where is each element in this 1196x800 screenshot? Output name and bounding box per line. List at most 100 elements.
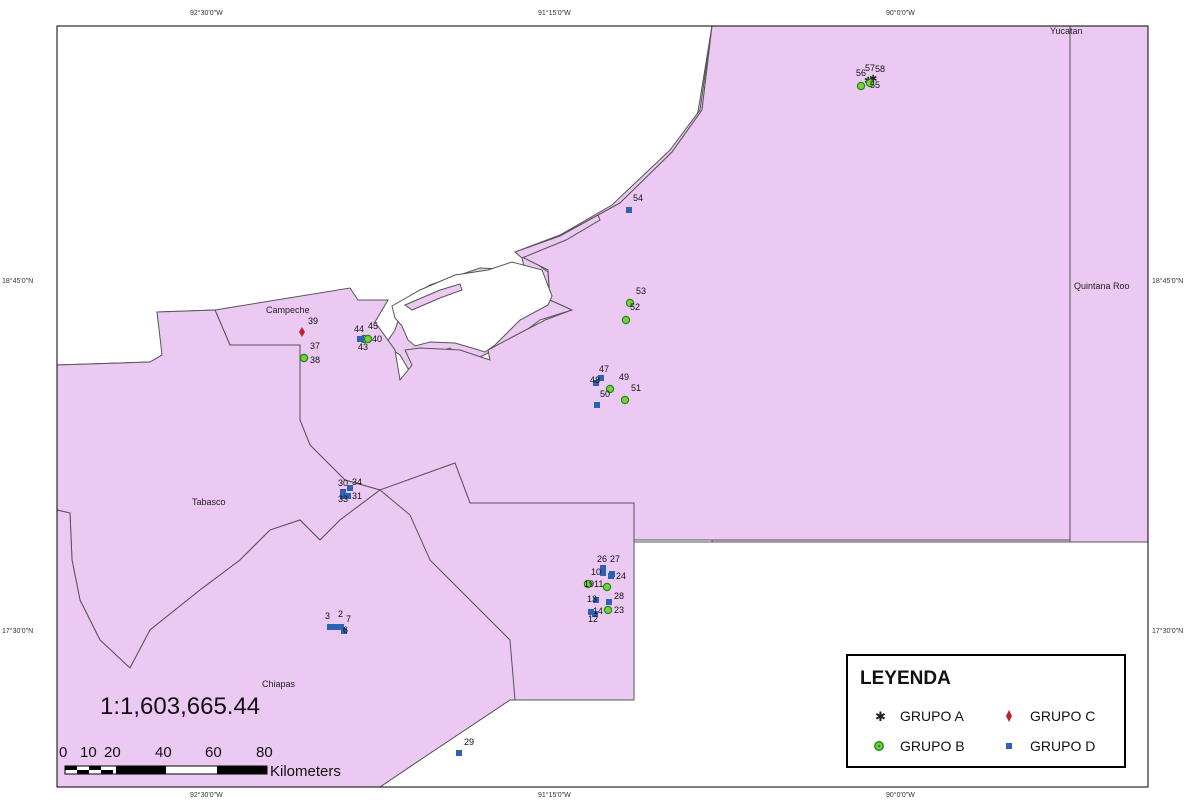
site-58: ✱58	[869, 64, 885, 85]
circle-icon	[620, 395, 630, 405]
site-label: 49	[619, 372, 629, 382]
island-carmen	[514, 214, 601, 259]
land-chiapas	[56, 462, 635, 788]
site-53: 53	[625, 286, 646, 308]
site-49: 49	[605, 372, 629, 394]
site-56: 56	[856, 68, 866, 91]
legend-item-grupo-a: ✱ GRUPO A	[866, 708, 964, 725]
square-icon	[592, 611, 598, 617]
square-icon	[327, 624, 333, 630]
coord-top-1: 92°30'0"W	[190, 9, 223, 17]
scale-tick-40: 40	[155, 744, 172, 761]
circle-icon	[603, 605, 613, 615]
site-11: 11	[594, 579, 612, 592]
square-icon	[340, 489, 346, 495]
coord-top-3: 90°0'0"W	[886, 9, 915, 17]
legend-item-grupo-c: GRUPO C	[996, 708, 1095, 724]
site-label: 29	[464, 737, 474, 747]
coord-right-2: 17°30'0"N	[1152, 627, 1183, 635]
site-label: 28	[614, 591, 624, 601]
square-icon	[593, 597, 599, 603]
site-label: 37	[310, 341, 320, 351]
site-40: 40	[363, 334, 382, 344]
site-label: 39	[308, 316, 318, 326]
coord-bottom-2: 91°15'0"W	[538, 791, 571, 799]
square-icon	[456, 750, 462, 756]
square-icon	[996, 739, 1022, 753]
site-label: 56	[856, 68, 866, 78]
circle-icon	[856, 81, 866, 91]
star-icon: ✱	[869, 74, 877, 85]
legend-label-grupo-a: GRUPO A	[900, 708, 964, 724]
border-chiapas-tabasco	[379, 489, 516, 701]
site-label: 31	[352, 491, 362, 501]
site-39: 39	[299, 316, 318, 337]
site-24: 24	[608, 571, 626, 581]
square-icon	[593, 380, 599, 386]
coord-left-1: 18°45'0"N	[2, 277, 33, 285]
square-icon	[606, 599, 612, 605]
site-label: 2	[338, 609, 343, 619]
site-54: 54	[626, 193, 643, 213]
legend-label-grupo-c: GRUPO C	[1030, 708, 1096, 724]
site-26: 26	[597, 554, 607, 571]
site-label: 3	[325, 611, 330, 621]
site-6: 6	[341, 625, 348, 635]
site-label: 23	[614, 605, 624, 615]
circle-icon	[865, 78, 875, 88]
scale-seg-2	[77, 770, 89, 774]
legend-box: LEYENDA ✱ GRUPO A GRUPO C GRUPO B GRUPO …	[846, 654, 1126, 768]
site-33: 33	[338, 493, 348, 504]
site-3: 3	[325, 611, 333, 630]
site-label: 38	[310, 355, 320, 365]
site-label: 58	[875, 64, 885, 74]
site-label: 14	[593, 606, 603, 616]
site-label: 13	[587, 594, 597, 604]
site-50: 50	[594, 389, 610, 408]
coord-right-1: 18°45'0"N	[1152, 277, 1183, 285]
scale-seg-1	[65, 766, 77, 770]
square-icon	[594, 402, 600, 408]
square-icon	[340, 493, 346, 499]
diamond-icon	[996, 709, 1022, 723]
square-icon	[598, 375, 604, 381]
site-34: 34	[347, 477, 362, 491]
scale-tick-80: 80	[256, 744, 273, 761]
circle-icon	[866, 739, 892, 753]
site-label: 7	[346, 614, 351, 624]
site-label: 11	[594, 579, 603, 589]
site-label: 43	[358, 342, 368, 352]
circle-icon	[625, 298, 635, 308]
circle-icon	[363, 334, 373, 344]
site-38: 38	[299, 353, 320, 365]
square-icon	[358, 336, 364, 342]
scale-seg-3	[89, 766, 101, 770]
site-label: 33	[338, 494, 348, 504]
legend-label-grupo-d: GRUPO D	[1030, 738, 1096, 754]
scale-tick-0: 0	[59, 744, 67, 761]
scale-seg-5	[116, 766, 166, 774]
region-tabasco: Tabasco	[192, 497, 226, 507]
site-label: 26	[597, 554, 607, 564]
circle-icon	[299, 353, 309, 363]
site-label: 44	[354, 324, 364, 334]
site-28: 28	[606, 591, 624, 605]
site-10: 10	[591, 567, 606, 577]
site-label: 57	[865, 63, 875, 73]
square-icon	[600, 570, 606, 576]
circle-icon	[621, 315, 631, 325]
site-13: 13	[587, 594, 599, 604]
site-label: 51	[631, 383, 641, 393]
circle-icon	[605, 384, 615, 394]
site-label: 12	[588, 614, 598, 624]
site-label: 24	[616, 571, 626, 581]
site-55: 55	[865, 78, 880, 90]
site-51: 51	[620, 383, 641, 405]
square-icon	[588, 609, 594, 615]
region-campeche: Campeche	[266, 305, 310, 315]
diamond-icon	[299, 327, 305, 337]
map-frame-border	[56, 25, 1149, 788]
scale-seg-4	[101, 770, 113, 774]
scale-tick-20: 20	[104, 744, 121, 761]
